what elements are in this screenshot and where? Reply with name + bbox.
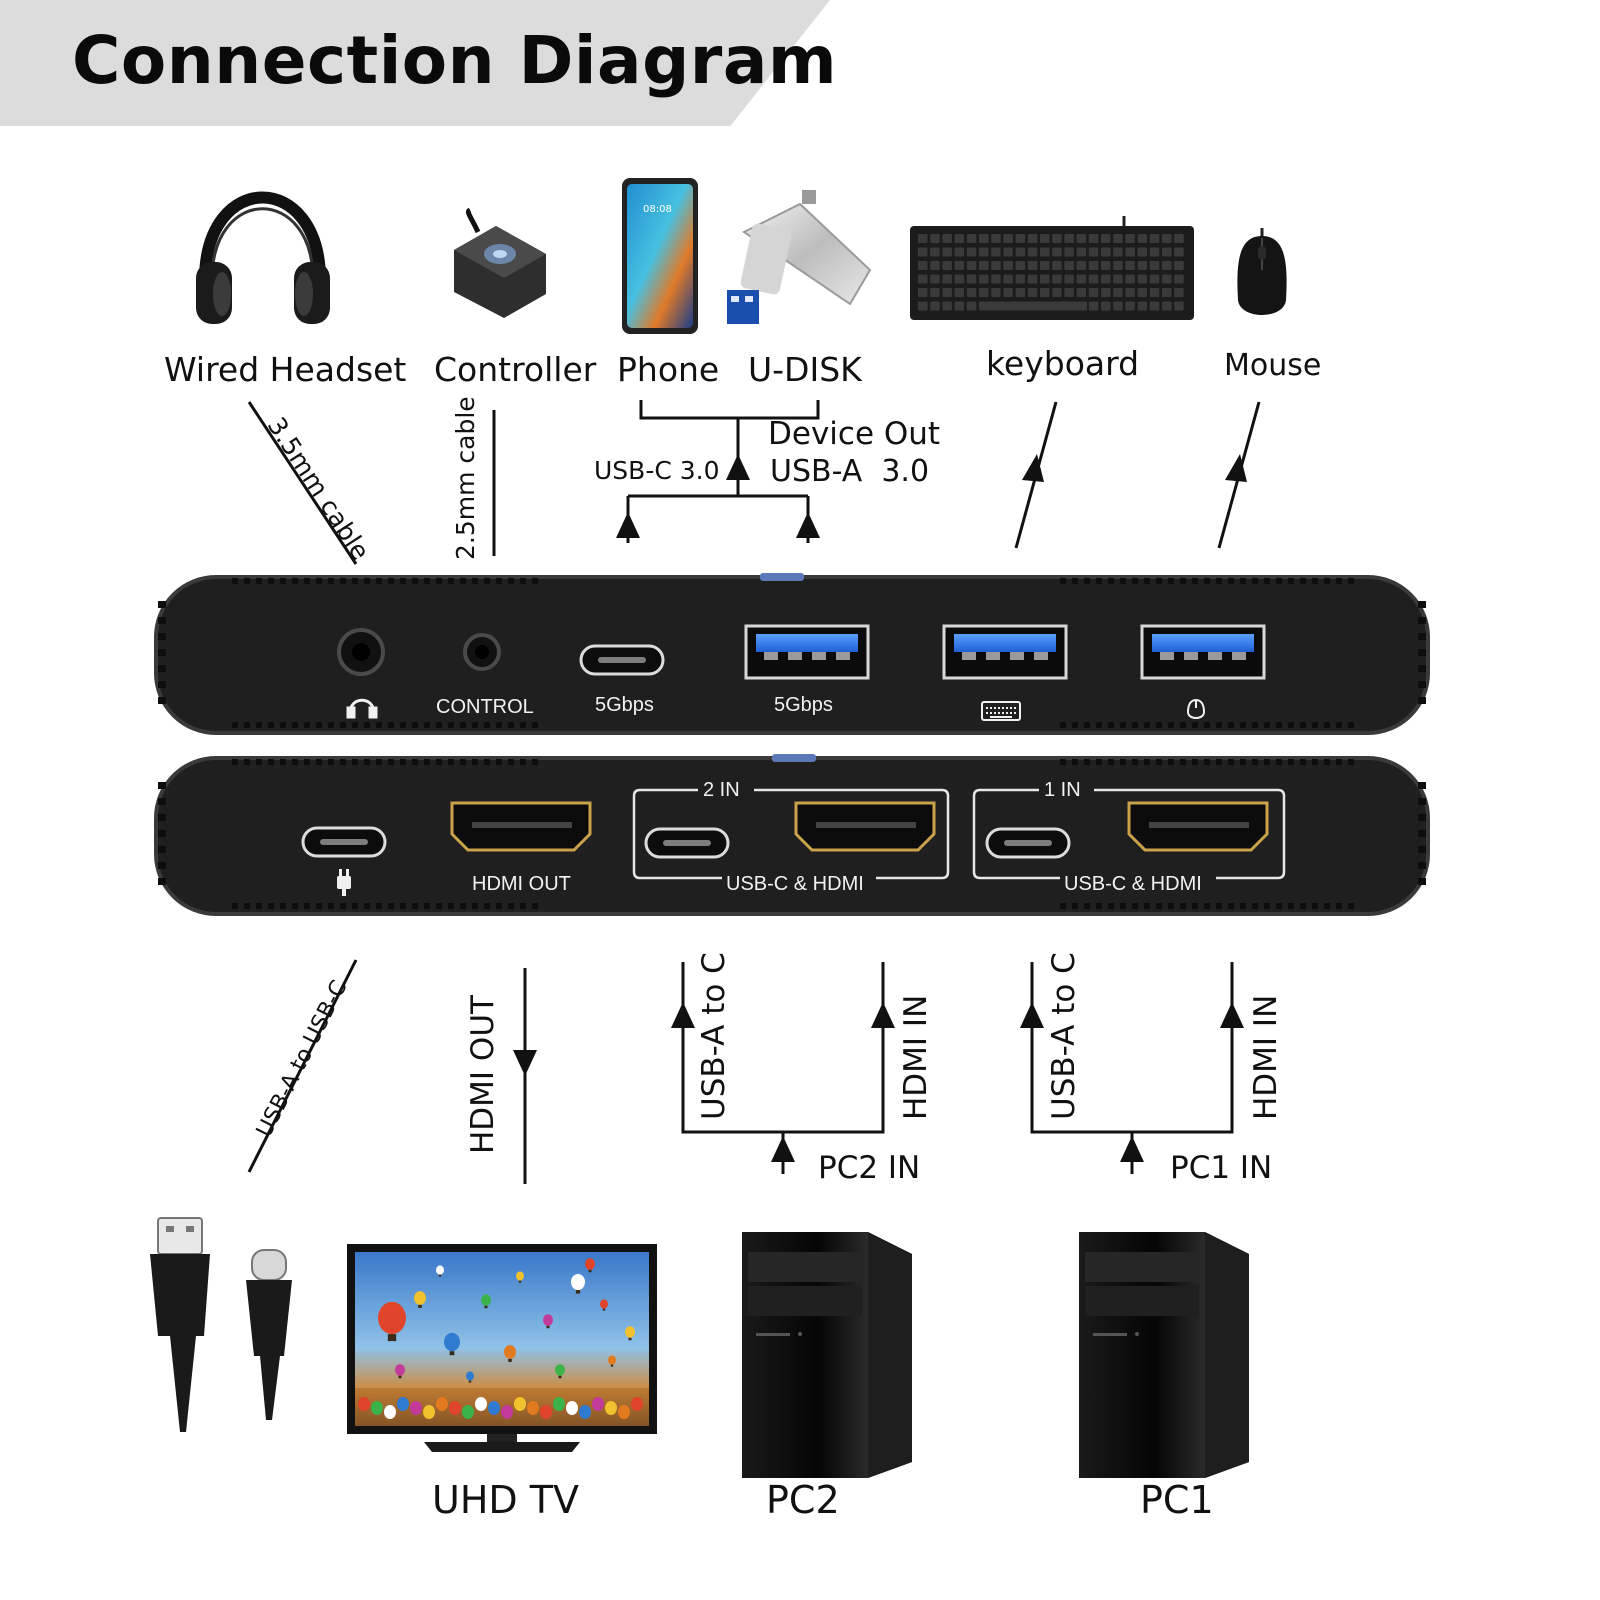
arrow-up-icon xyxy=(1225,454,1247,482)
arrow-up-icon xyxy=(1220,1002,1244,1028)
label-device-out: Device Out xyxy=(768,416,941,452)
label-keyboard: keyboard xyxy=(986,344,1140,383)
label-pc1-usb-cable: USB-A to C xyxy=(1046,952,1082,1120)
pc1-tower-icon xyxy=(1079,1232,1249,1478)
arrow-up-icon xyxy=(1120,1136,1144,1162)
port-label-hdmi-out: HDMI OUT xyxy=(472,873,571,895)
port-group1-caption: USB-C & HDMI xyxy=(1064,873,1202,895)
keyboard-port-icon xyxy=(981,701,1021,721)
arrow-up-icon xyxy=(1020,1002,1044,1028)
arrow-up-icon xyxy=(1022,454,1044,482)
label-udisk: U-DISK xyxy=(748,350,862,389)
udisk-icon xyxy=(727,190,872,324)
svg-text:08:08: 08:08 xyxy=(643,204,672,215)
bottom-connectors xyxy=(247,959,1234,1184)
controller-icon xyxy=(454,207,546,318)
arrow-up-icon xyxy=(871,1002,895,1028)
label-pc2-hdmi-in: HDMI IN xyxy=(898,994,934,1120)
arrow-up-icon xyxy=(671,1002,695,1028)
label-usb-c-3-0: USB-C 3.0 xyxy=(594,456,720,485)
arrow-up-icon xyxy=(771,1136,795,1162)
label-pc1-in: PC1 IN xyxy=(1170,1150,1273,1186)
label-pc2-usb-cable: USB-A to C xyxy=(696,952,732,1120)
label-mouse: Mouse xyxy=(1224,348,1322,383)
label-pc1: PC1 xyxy=(1140,1478,1214,1522)
port-label-usbc-speed: 5Gbps xyxy=(595,694,654,716)
arrow-up-icon xyxy=(796,512,820,538)
label-pc2-in: PC2 IN xyxy=(818,1150,921,1186)
front-panel xyxy=(154,573,1430,735)
port-label-usba-speed: 5Gbps xyxy=(774,694,833,716)
tv-icon xyxy=(347,1244,657,1452)
mouse-port-icon xyxy=(1186,698,1206,719)
usb-cable-icon xyxy=(150,1217,292,1432)
title-banner xyxy=(0,0,830,126)
power-plug-icon xyxy=(337,869,351,896)
port-group2-title: 2 IN xyxy=(703,779,740,801)
port-group1-title: 1 IN xyxy=(1044,779,1081,801)
phone-icon: 08:08 xyxy=(622,178,698,334)
pc2-tower-icon xyxy=(742,1232,912,1478)
arrow-up-icon xyxy=(726,454,750,480)
arrow-down-icon xyxy=(513,1050,537,1076)
label-pc2: PC2 xyxy=(766,1478,840,1522)
label-2-5mm-cable: 2.5mm cable xyxy=(451,396,480,560)
port-group2-caption: USB-C & HDMI xyxy=(726,873,864,895)
headphone-port-icon xyxy=(346,698,378,719)
keyboard-icon xyxy=(910,216,1194,320)
mouse-icon xyxy=(1237,228,1287,315)
label-phone: Phone xyxy=(617,350,720,389)
diagram-title: Connection Diagram xyxy=(72,22,838,99)
label-wired-headset: Wired Headset xyxy=(164,350,407,389)
label-hdmi-out-cable: HDMI OUT xyxy=(465,995,501,1154)
arrow-up-icon xyxy=(616,512,640,538)
top-arrowheads xyxy=(616,454,1247,538)
label-uhd-tv: UHD TV xyxy=(432,1478,579,1522)
headset-icon xyxy=(196,191,330,324)
port-label-control: CONTROL xyxy=(436,696,534,718)
rear-panel xyxy=(154,754,1430,916)
label-usb-a-3-0: USB-A 3.0 xyxy=(770,454,930,489)
top-connectors xyxy=(247,400,1261,565)
label-pc1-hdmi-in: HDMI IN xyxy=(1248,994,1284,1120)
bottom-arrowheads xyxy=(513,1002,1244,1162)
label-controller: Controller xyxy=(434,350,597,389)
